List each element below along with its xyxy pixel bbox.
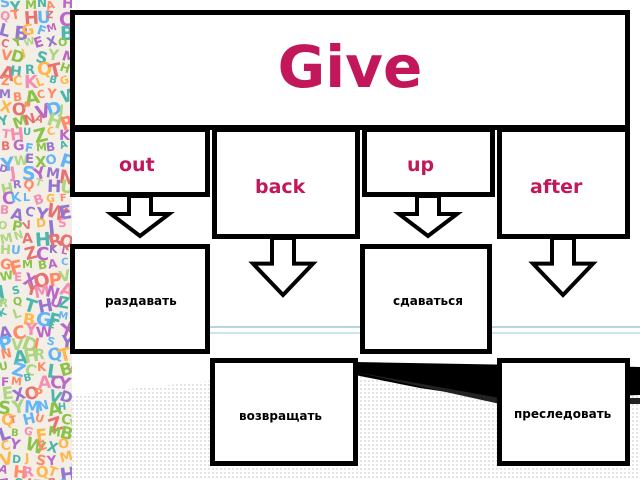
translation-box-2: возвращать	[210, 358, 358, 466]
translation-text-2: возвращать	[239, 409, 322, 423]
translation-text-4: преследовать	[514, 407, 612, 421]
arrow-after	[528, 236, 598, 298]
translation-text-1: раздавать	[105, 294, 177, 308]
particle-box-up: up	[362, 127, 495, 197]
translation-text-3: сдаваться	[393, 294, 463, 308]
particle-up-label: up	[407, 154, 435, 176]
arrow-out	[105, 194, 175, 239]
particle-back-label: back	[255, 176, 306, 198]
translation-box-4: преследовать	[497, 358, 630, 466]
particle-out-label: out	[119, 154, 155, 176]
particle-after-label: after	[530, 176, 583, 198]
arrow-back	[248, 236, 318, 298]
translation-box-3: сдаваться	[360, 244, 492, 354]
alphabet-letters-border: SYMNAHRQTHUZCKLBGFMBACYWEXOPVDJSYMNAHRQT…	[0, 0, 72, 480]
title-text: Give	[277, 33, 423, 101]
arrow-up	[393, 194, 463, 239]
particle-box-back: back	[212, 127, 360, 239]
particle-box-out: out	[70, 127, 210, 197]
translation-box-1: раздавать	[70, 244, 210, 354]
